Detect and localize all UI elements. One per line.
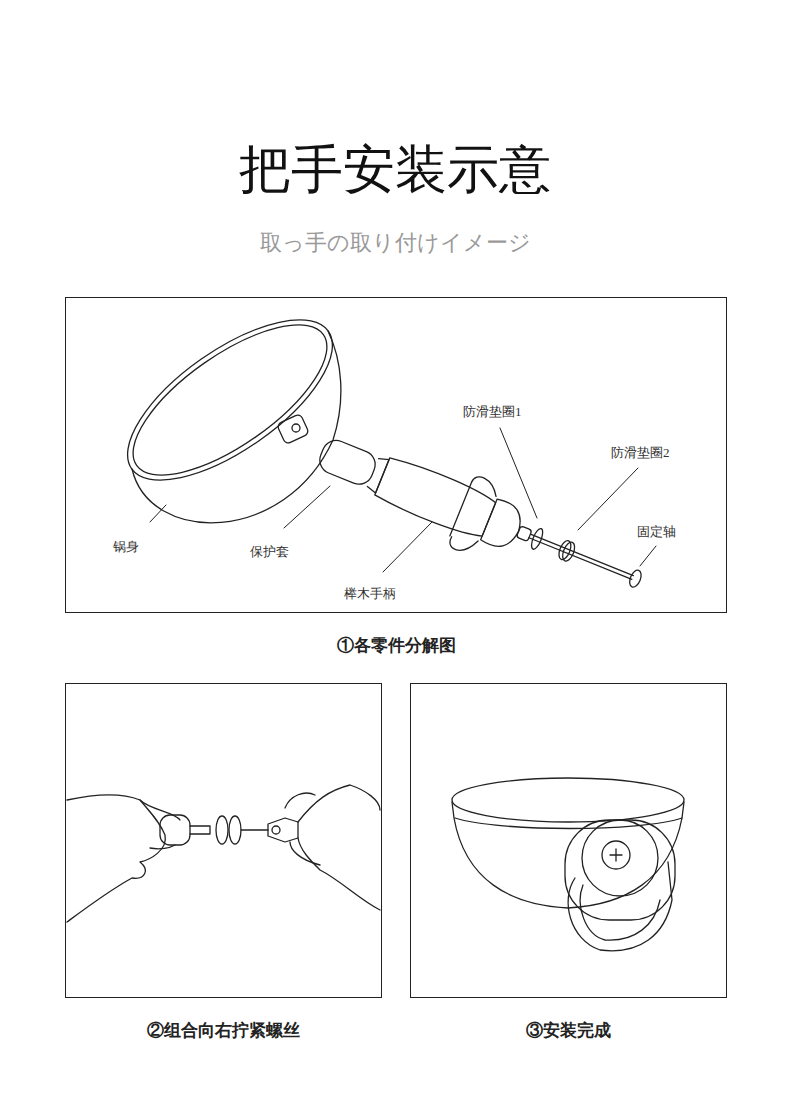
- part-label: 锅身: [112, 538, 140, 556]
- handle-parts: [307, 418, 654, 618]
- part-label: 保护套: [249, 543, 290, 561]
- panel-caption: ①各零件分解图: [66, 634, 726, 657]
- part-label: 榉木手柄: [343, 585, 397, 603]
- pot-finished: [452, 778, 684, 951]
- panel-box: ②组合向右拧紧螺丝: [65, 683, 382, 998]
- pot-body: [103, 290, 357, 523]
- leader-lines: [150, 428, 656, 572]
- subtitle: 取っ手の取り付けイメージ: [260, 228, 531, 258]
- part-label: 防滑垫圈2: [610, 444, 671, 462]
- panel-caption: ②组合向右拧紧螺丝: [66, 1019, 381, 1042]
- part-label: 防滑垫圈1: [462, 403, 523, 421]
- hands-assembling: [67, 785, 380, 922]
- part-label: 固定轴: [636, 523, 677, 541]
- panel-box: ③安装完成: [410, 683, 727, 998]
- panel-caption: ③安装完成: [411, 1019, 726, 1042]
- page-title: 把手安装示意: [239, 135, 551, 205]
